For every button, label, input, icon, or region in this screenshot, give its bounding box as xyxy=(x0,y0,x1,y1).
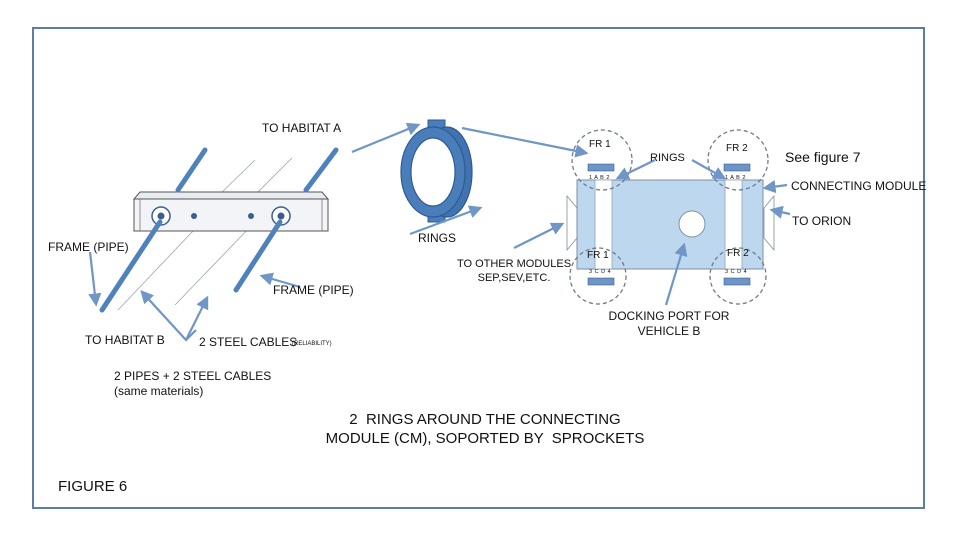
arrows xyxy=(88,122,791,342)
label-docking-port: DOCKING PORT FOR VEHICLE B xyxy=(608,309,730,338)
label-fr2-top: FR 2 xyxy=(726,143,748,154)
pipe-segment xyxy=(175,147,208,193)
module-end-right xyxy=(763,194,775,252)
arrow-rings-left xyxy=(615,159,656,180)
label-reliability: (RELIABILITY) xyxy=(292,341,332,347)
arrow-to-ring xyxy=(351,122,421,154)
sprocket-bar xyxy=(723,277,751,286)
sprocket-circle-fr2-top xyxy=(707,129,769,191)
arrow-cables-right xyxy=(185,295,209,341)
label-sprocket-1ab2-right: 1 A B 2 xyxy=(725,175,746,181)
label-to-habitat-a: TO HABITAT A xyxy=(262,121,342,135)
cable-line xyxy=(174,224,253,306)
sprocket-circle-fr1-bottom xyxy=(569,247,627,305)
arrow-frame-pipe-mid xyxy=(259,272,301,289)
sprocket-bar xyxy=(587,163,615,172)
label-frame-pipe-left: FRAME (PIPE) xyxy=(48,240,129,254)
arrow-rings-right xyxy=(691,159,727,180)
ring-illustration xyxy=(400,119,473,223)
connecting-module xyxy=(566,129,775,305)
arrow-to-orion xyxy=(769,205,791,219)
label-fr1-top: FR 1 xyxy=(589,139,611,150)
label-to-habitat-b: TO HABITAT B xyxy=(85,333,165,347)
ring-band-right xyxy=(724,179,743,270)
rivet-icon xyxy=(191,213,197,219)
label-sprocket-3cd4-right: 3 C D 4 xyxy=(725,269,748,275)
frame-box-top xyxy=(132,191,330,200)
pipe-segment xyxy=(99,219,163,313)
label-fr2-bottom: FR 2 xyxy=(727,248,749,259)
pipe-segment xyxy=(303,147,339,193)
label-fr1-bottom: FR 1 xyxy=(587,250,609,261)
label-connecting-module: CONNECTING MODULE xyxy=(791,179,927,193)
label-to-other-modules: TO OTHER MODULES SEP,SEV,ETC. xyxy=(456,258,572,284)
label-steel-cables: 2 STEEL CABLES xyxy=(199,335,298,349)
label-sprocket-3cd4-left: 3 C D 4 xyxy=(589,269,612,275)
ring-band-left xyxy=(594,179,613,270)
arrow-rings-mid xyxy=(409,205,483,236)
arrow-docking-port xyxy=(664,242,688,306)
label-rings-top: RINGS xyxy=(650,152,685,164)
module-end-left xyxy=(566,194,578,252)
sprocket-circle-fr1-top xyxy=(571,129,633,191)
frame-assembly xyxy=(99,147,339,313)
arrow-to-other-modules xyxy=(513,222,565,249)
rivet-icon xyxy=(248,213,254,219)
arrow-connecting-module xyxy=(762,180,788,194)
cable-line xyxy=(117,229,195,311)
docking-port xyxy=(678,210,706,238)
label-sprocket-1ab2-left: 1 A B 2 xyxy=(589,175,610,181)
figure-caption: FIGURE 6 xyxy=(58,478,128,495)
label-rings-around: 2 RINGS AROUND THE CONNECTING MODULE (CM… xyxy=(325,411,645,447)
sprocket-circle-fr2-bottom xyxy=(709,247,767,305)
ring-hole xyxy=(410,137,456,207)
cable-line xyxy=(217,159,256,197)
sprocket-bar xyxy=(723,163,751,172)
label-see-figure-7: See figure 7 xyxy=(785,149,861,165)
label-rings-mid: RINGS xyxy=(418,231,457,245)
pipe-segment xyxy=(233,219,283,293)
label-frame-pipe-mid: FRAME (PIPE) xyxy=(273,283,354,297)
figure-border xyxy=(32,27,925,509)
label-to-orion: TO ORION xyxy=(792,214,852,228)
sprocket-bar xyxy=(587,277,615,286)
label-pipes-cables: 2 PIPES + 2 STEEL CABLES (same materials… xyxy=(114,369,272,398)
arrow-to-fr1 xyxy=(461,126,589,158)
arrow-frame-pipe-left xyxy=(88,251,102,307)
